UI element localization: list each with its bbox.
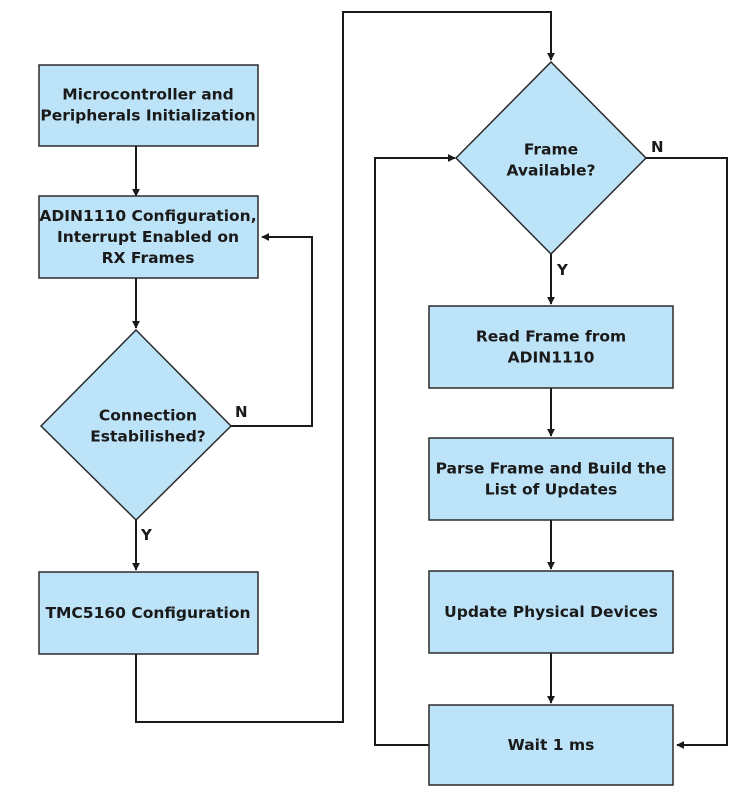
text-update-devices: Update Physical Devices	[444, 603, 658, 621]
node-text-line: Frame	[524, 141, 578, 159]
text-tmc-config: TMC5160 Configuration	[45, 604, 250, 622]
label-connection-yes: Y	[140, 526, 153, 544]
node-text-line: Interrupt Enabled on	[57, 228, 239, 246]
node-text-line: Estabilished?	[90, 428, 206, 446]
box-adin-config	[38, 195, 259, 279]
diamond-frame-available	[454, 60, 648, 256]
node-text-line: Wait 1 ms	[508, 736, 595, 754]
arrow-wait-loop-to-frame	[374, 154, 456, 746]
arrow-tmc-to-frame	[135, 11, 555, 723]
box-update-devices	[428, 570, 674, 654]
node-text-line: Microcontroller and	[62, 86, 234, 104]
label-frame-no: N	[651, 138, 664, 156]
label-frame-yes: Y	[556, 261, 569, 279]
node-text-line: RX Frames	[102, 249, 195, 267]
arrow-frame-no-to-wait	[646, 157, 728, 749]
box-init	[38, 64, 259, 147]
decision-diamonds	[39, 60, 648, 522]
arrow-connection-no-loop	[231, 233, 313, 427]
box-tmc-config	[38, 571, 259, 655]
box-wait	[428, 704, 674, 786]
box-read-frame	[428, 305, 674, 389]
diamond-connection	[39, 328, 233, 522]
connectors	[132, 11, 728, 749]
node-text-line: Read Frame from	[476, 328, 626, 346]
label-connection-no: N	[235, 403, 248, 421]
node-text-line: List of Updates	[485, 481, 617, 499]
node-text-line: Peripherals Initialization	[40, 107, 255, 125]
node-text-line: Parse Frame and Build the	[436, 460, 667, 478]
process-boxes	[38, 64, 674, 786]
node-text-line: TMC5160 Configuration	[45, 604, 250, 622]
text-wait: Wait 1 ms	[508, 736, 595, 754]
text-adin-config: ADIN1110 Configuration, Interrupt Enabled…	[39, 207, 256, 267]
node-text-line: ADIN1110	[508, 349, 595, 367]
node-text-line: ADIN1110 Configuration,	[39, 207, 256, 225]
node-text-line: Update Physical Devices	[444, 603, 658, 621]
box-parse-frame	[428, 437, 674, 521]
node-text-line: Connection	[99, 407, 197, 425]
node-text-line: Available?	[506, 162, 595, 180]
